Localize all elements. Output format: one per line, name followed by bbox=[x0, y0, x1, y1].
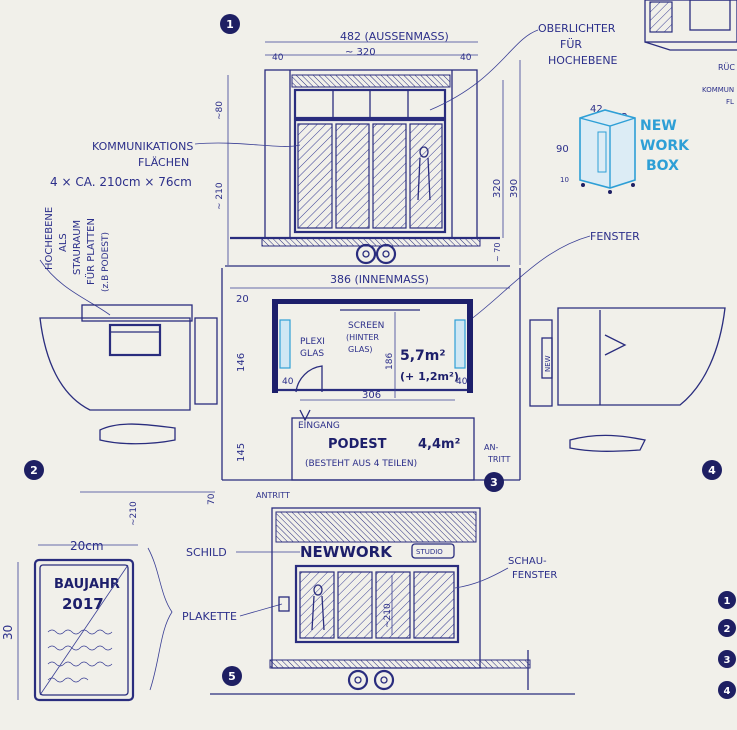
marker-5 bbox=[222, 666, 242, 686]
fenster-label: FENSTER bbox=[590, 230, 640, 243]
right-side-view: NEW 4 bbox=[529, 307, 726, 480]
hoch-line1: HOCHEBENE bbox=[44, 207, 55, 270]
marker-5-label: 5 bbox=[228, 670, 236, 683]
eingang-label: EINGANG bbox=[298, 421, 340, 431]
legend-3 bbox=[718, 650, 736, 668]
plaque-width: 20cm bbox=[70, 539, 104, 553]
front-height-top: ~80 bbox=[215, 101, 225, 120]
box-title-2: WORK bbox=[640, 138, 690, 154]
rueck-label: RÜC bbox=[718, 62, 735, 72]
legend-1-label: 1 bbox=[724, 596, 731, 607]
podest-note: (BESTEHT AUS 4 TEILEN) bbox=[305, 459, 417, 469]
hoch-line2: ALS bbox=[58, 233, 69, 252]
floor-plan: 386 (INNENMASS) 20 PLEXI GLAS SCREEN (HI… bbox=[221, 268, 521, 500]
front-width-total: 482 (AUSSENMASS) bbox=[340, 30, 449, 43]
marker-3 bbox=[484, 472, 504, 492]
antritt-left: ANTRITT bbox=[256, 491, 290, 500]
komm-line2: FLÄCHEN bbox=[138, 156, 189, 169]
hoch-line4: FÜR PLATTEN bbox=[84, 218, 97, 285]
plan-wall-top: 20 bbox=[236, 294, 249, 305]
front-side-left: 40 bbox=[272, 53, 284, 63]
plakette-label: PLAKETTE bbox=[182, 610, 237, 623]
plexi-line1: PLEXI bbox=[300, 337, 325, 347]
marker-3-label: 3 bbox=[490, 476, 498, 489]
legend-2-label: 2 bbox=[724, 624, 731, 635]
plexi-line2: GLAS bbox=[300, 349, 324, 359]
front-height-right: 320 bbox=[492, 179, 503, 198]
plaque-height: 30 bbox=[1, 625, 15, 640]
hoch-line5: (z.B PODEST) bbox=[101, 232, 111, 292]
left-dim-b: 70 bbox=[207, 493, 217, 505]
legend-1 bbox=[718, 591, 736, 609]
legend-4 bbox=[718, 681, 736, 699]
front-height-total: 390 bbox=[509, 179, 520, 198]
marker-4 bbox=[702, 460, 722, 480]
box-title-1: NEW bbox=[640, 118, 677, 134]
marker-2 bbox=[24, 460, 44, 480]
screen-line1: SCREEN bbox=[348, 321, 384, 331]
marker-1-label: 1 bbox=[226, 18, 234, 31]
oberlichter-line2: FÜR bbox=[560, 38, 582, 51]
elevation-height: ~210 bbox=[383, 603, 393, 628]
podest-area: 4,4m² bbox=[418, 437, 460, 452]
front-height-bottom: ~ 70 bbox=[493, 243, 502, 262]
room-area: 5,7m² bbox=[400, 348, 446, 364]
komm-line1: KOMMUNIKATIONS bbox=[92, 140, 193, 153]
plan-corner-right: 40 bbox=[456, 377, 468, 387]
front-elevation: 1 482 (AUSSENMASS) 40 ~ 320 40 bbox=[39, 14, 640, 321]
schild-label: SCHILD bbox=[186, 546, 227, 559]
screen-line2: (HINTER bbox=[346, 333, 379, 342]
oberlichter-line1: OBERLICHTER bbox=[538, 22, 616, 35]
kommun-label: KOMMUN bbox=[702, 86, 734, 94]
box-dim-w: 42 bbox=[590, 104, 603, 115]
antritt-right-2: TRITT bbox=[487, 455, 511, 464]
marker-2-label: 2 bbox=[30, 464, 38, 477]
oberlichter-line3: HOCHEBENE bbox=[548, 54, 618, 67]
marker-4-label: 4 bbox=[708, 464, 716, 477]
front-height-mid: ~ 210 bbox=[215, 182, 225, 210]
front-side-right: 40 bbox=[460, 53, 472, 63]
legend-markers: 1 2 3 4 bbox=[718, 591, 736, 699]
plan-width-room: 306 bbox=[362, 390, 381, 401]
plaque-line2: 2017 bbox=[62, 595, 104, 613]
plaque-scribbles bbox=[47, 629, 113, 683]
box-dim-h: 90 bbox=[556, 144, 569, 155]
schaufenster-line1: SCHAU- bbox=[508, 556, 547, 567]
left-side-view: ~210 70 2 bbox=[24, 304, 218, 526]
plan-width-inner: 386 (INNENMASS) bbox=[330, 273, 429, 286]
box-title-3: BOX bbox=[646, 158, 679, 174]
entrance-elevation: NEWWORK STUDIO ~210 SCHAU- FENSTER 5 bbox=[210, 507, 575, 695]
schaufenster-line2: FENSTER bbox=[512, 570, 557, 581]
plan-depth-room: 186 bbox=[385, 353, 395, 370]
elevation-sign: NEWWORK bbox=[300, 543, 393, 561]
plan-corner-left: 40 bbox=[282, 377, 294, 387]
left-dim-a: ~210 bbox=[129, 501, 139, 526]
podest-label: PODEST bbox=[328, 437, 387, 452]
legend-4-label: 4 bbox=[724, 686, 731, 697]
front-width-inner: ~ 320 bbox=[345, 47, 376, 58]
new-work-box: 42 72 90 10 NEW WORK BOX bbox=[556, 104, 690, 194]
marker-1 bbox=[220, 14, 240, 34]
room-extra: (+ 1,2m²) bbox=[400, 370, 459, 383]
screen-line3: GLAS) bbox=[348, 345, 373, 354]
elevation-sign-badge: STUDIO bbox=[416, 548, 443, 556]
plan-left-room: 146 bbox=[236, 353, 247, 372]
box-dim-base: 10 bbox=[560, 176, 569, 184]
legend-2 bbox=[718, 619, 736, 637]
right-sign: NEW bbox=[544, 355, 552, 372]
fl-label: FL bbox=[726, 98, 734, 106]
back-view-sketch: RÜC KOMMUN FL bbox=[644, 0, 737, 106]
legend-3-label: 3 bbox=[724, 655, 731, 666]
plaque-line1: BAUJAHR bbox=[54, 577, 120, 592]
komm-line3: 4 × CA. 210cm × 76cm bbox=[50, 175, 192, 189]
plaque-detail: 20cm 30 BAUJAHR 2017 SCHILD PLAKETTE bbox=[1, 539, 300, 702]
hoch-line3: STAURAUM bbox=[72, 220, 83, 275]
plan-left-podest: 145 bbox=[236, 443, 247, 462]
antritt-right-1: AN- bbox=[484, 443, 498, 452]
